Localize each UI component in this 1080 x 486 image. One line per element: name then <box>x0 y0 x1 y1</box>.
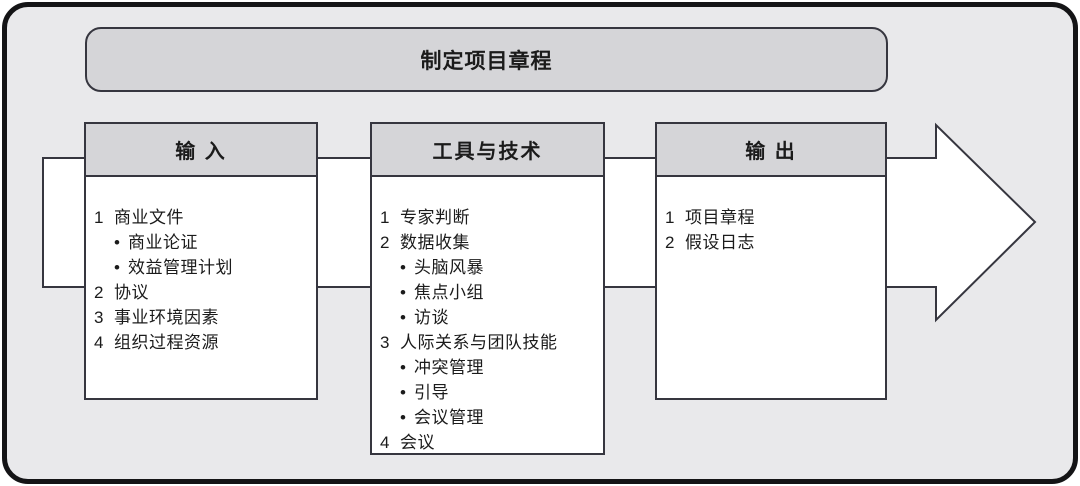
list-item-bullet: • 冲突管理 <box>372 355 603 380</box>
item-text: 会议 <box>400 433 435 452</box>
item-text: 专家判断 <box>400 208 470 227</box>
item-text: 商业文件 <box>114 208 184 227</box>
item-marker: 1 <box>380 208 390 227</box>
item-marker: 2 <box>380 233 390 252</box>
item-marker: 1 <box>665 208 675 227</box>
item-marker: • <box>400 358 406 377</box>
tools-techniques-header: 工具与技术 <box>372 124 603 177</box>
item-marker: 2 <box>665 233 675 252</box>
item-marker: • <box>114 233 120 252</box>
outputs-list: 1 项目章程 2 假设日志 <box>657 177 885 255</box>
item-marker: • <box>400 408 406 427</box>
inputs-header: 输 入 <box>86 124 316 177</box>
list-item: 2 数据收集 <box>372 230 603 255</box>
list-item-bullet: • 头脑风暴 <box>372 255 603 280</box>
tools-techniques-list: 1 专家判断 2 数据收集 • 头脑风暴 • 焦点小组 • 访谈 3 人际关系与团队技能 • 冲突管理 • 引… <box>372 177 603 455</box>
outputs-box: 输 出 1 项目章程 2 假设日志 <box>655 122 887 400</box>
list-item: 1 商业文件 <box>86 205 316 230</box>
inputs-list: 1 商业文件 • 商业论证 • 效益管理计划 2 协议 3 事业环境因素 4 组织过程资源 <box>86 177 316 355</box>
process-title: 制定项目章程 <box>420 49 553 73</box>
item-marker: 4 <box>380 433 390 452</box>
item-text: 人际关系与团队技能 <box>400 333 558 352</box>
item-marker: 3 <box>94 308 104 327</box>
list-item: 2 协议 <box>86 280 316 305</box>
list-item: 1 专家判断 <box>372 205 603 230</box>
item-marker: 2 <box>94 283 104 302</box>
item-text: 焦点小组 <box>414 283 484 302</box>
list-item-bullet: • 访谈 <box>372 305 603 330</box>
item-marker: 1 <box>94 208 104 227</box>
item-text: 冲突管理 <box>414 358 484 377</box>
item-marker: • <box>400 308 406 327</box>
item-marker: 3 <box>380 333 390 352</box>
item-marker: • <box>400 283 406 302</box>
list-item: 3 事业环境因素 <box>86 305 316 330</box>
list-item: 2 假设日志 <box>657 230 885 255</box>
item-text: 事业环境因素 <box>114 308 219 327</box>
item-text: 商业论证 <box>128 233 198 252</box>
list-item-bullet: • 会议管理 <box>372 405 603 430</box>
item-text: 项目章程 <box>685 208 755 227</box>
item-text: 假设日志 <box>685 233 755 252</box>
outputs-header: 输 出 <box>657 124 885 177</box>
list-item-bullet: • 效益管理计划 <box>86 255 316 280</box>
item-text: 协议 <box>114 283 149 302</box>
item-text: 效益管理计划 <box>128 258 233 277</box>
list-item: 1 项目章程 <box>657 205 885 230</box>
item-marker: • <box>400 258 406 277</box>
item-text: 组织过程资源 <box>114 333 219 352</box>
item-text: 会议管理 <box>414 408 484 427</box>
item-text: 数据收集 <box>400 233 470 252</box>
tools-techniques-box: 工具与技术 1 专家判断 2 数据收集 • 头脑风暴 • 焦点小组 • 访谈 3 人际关系与团队技能 •… <box>370 122 605 455</box>
inputs-box: 输 入 1 商业文件 • 商业论证 • 效益管理计划 2 协议 3 事业环境因素 4 组织过程资源 <box>84 122 318 400</box>
item-marker: • <box>400 383 406 402</box>
item-marker: • <box>114 258 120 277</box>
list-item: 3 人际关系与团队技能 <box>372 330 603 355</box>
list-item-bullet: • 商业论证 <box>86 230 316 255</box>
item-marker: 4 <box>94 333 104 352</box>
list-item: 4 组织过程资源 <box>86 330 316 355</box>
item-text: 引导 <box>414 383 449 402</box>
item-text: 访谈 <box>414 308 449 327</box>
item-text: 头脑风暴 <box>414 258 484 277</box>
list-item-bullet: • 焦点小组 <box>372 280 603 305</box>
process-title-box: 制定项目章程 <box>85 27 888 92</box>
list-item: 4 会议 <box>372 430 603 455</box>
list-item-bullet: • 引导 <box>372 380 603 405</box>
